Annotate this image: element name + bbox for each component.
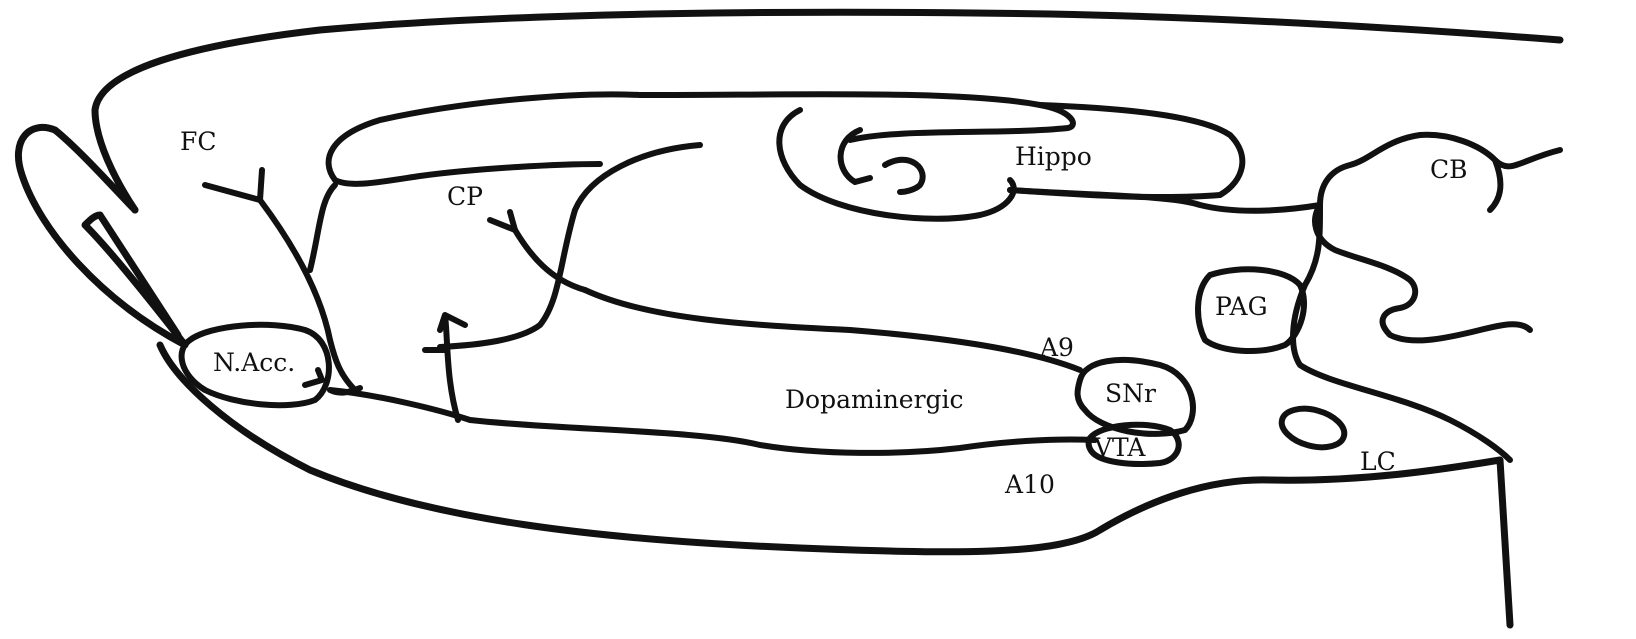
lc-label: LC bbox=[1360, 447, 1396, 476]
hippo-label: Hippo bbox=[1015, 142, 1092, 171]
cp-pathway-curve bbox=[440, 145, 700, 347]
cerebellum-outline bbox=[1293, 135, 1560, 460]
a9-label: A9 bbox=[1039, 333, 1074, 362]
snr-label: SNr bbox=[1105, 379, 1156, 408]
hippocampus-outline bbox=[779, 110, 1013, 219]
brainstem-dorsal-boundary bbox=[1010, 190, 1320, 211]
corpus-callosum-outline bbox=[329, 94, 1073, 184]
cp-label: CP bbox=[447, 182, 483, 211]
cb-label: CB bbox=[1430, 155, 1468, 184]
vta-label: VTA bbox=[1093, 433, 1146, 462]
brain-outer-outline bbox=[95, 12, 1560, 210]
dopaminergic-label: Dopaminergic bbox=[785, 385, 964, 414]
nacc-terminal bbox=[305, 370, 322, 385]
fc-label: FC bbox=[180, 127, 216, 156]
pag-label: PAG bbox=[1215, 292, 1268, 321]
cp-terminal bbox=[490, 212, 515, 230]
lower-projection-terminal bbox=[425, 315, 465, 420]
a10-label: A10 bbox=[1004, 470, 1055, 499]
nacc-label: N.Acc. bbox=[213, 348, 295, 377]
olfactory-bulb-outline bbox=[18, 127, 185, 345]
lc-outline bbox=[1277, 402, 1348, 453]
